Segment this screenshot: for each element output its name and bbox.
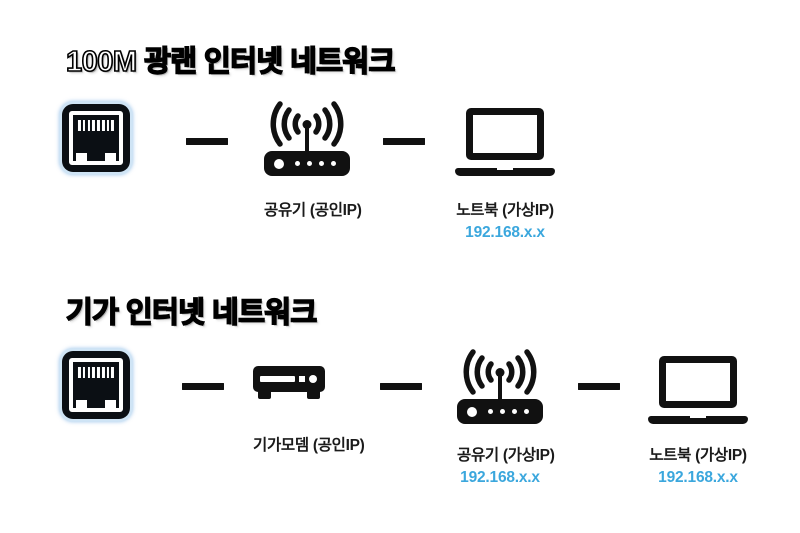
router-icon bbox=[264, 101, 350, 176]
router-status-leds bbox=[488, 409, 529, 414]
node-label-router-row2: 공유기 (가상IP) bbox=[457, 447, 555, 464]
ethernet-port-inner bbox=[69, 358, 123, 412]
dash-connector-2 bbox=[383, 138, 425, 145]
dash-connector-1 bbox=[186, 138, 228, 145]
node-router-row1: 공유기 (공인IP) bbox=[264, 101, 362, 220]
ethernet-pins bbox=[77, 367, 115, 378]
modem-foot-right bbox=[307, 391, 320, 399]
ethernet-tab-left bbox=[76, 400, 87, 408]
ethernet-port-icon bbox=[62, 104, 130, 172]
ethernet-port-inner bbox=[69, 111, 123, 165]
laptop-base bbox=[648, 416, 748, 424]
modem-power-led bbox=[309, 374, 317, 383]
laptop-screen bbox=[659, 356, 737, 408]
router-icon bbox=[457, 349, 543, 424]
router-power-led bbox=[274, 158, 284, 169]
node-ip-router-row2: 192.168.x.x bbox=[460, 469, 540, 487]
node-ethernet-port-row2 bbox=[62, 351, 130, 419]
router-antenna-mast bbox=[498, 369, 502, 399]
router-status-leds bbox=[295, 161, 336, 166]
node-ip-laptop-row1: 192.168.x.x bbox=[465, 224, 545, 242]
ethernet-pins bbox=[77, 120, 115, 131]
router-body bbox=[457, 399, 543, 424]
node-ethernet-port-row1 bbox=[62, 104, 130, 172]
node-router-row2: 공유기 (가상IP) 192.168.x.x bbox=[457, 349, 555, 489]
node-label-modem-row2: 기가모뎀 (공인IP) bbox=[253, 437, 365, 454]
section-title-giga: 기가 인터넷 네트워크 bbox=[65, 297, 318, 329]
node-label-router-row1: 공유기 (공인IP) bbox=[264, 202, 362, 219]
laptop-screen bbox=[466, 108, 544, 160]
laptop-trackpad-notch bbox=[497, 166, 513, 170]
modem-body bbox=[253, 366, 325, 392]
ethernet-tab-left bbox=[76, 153, 87, 161]
wifi-waves-icon bbox=[270, 101, 344, 147]
node-modem-row2: 기가모뎀 (공인IP) bbox=[253, 366, 365, 455]
node-laptop-row1: 노트북 (가상IP) 192.168.x.x bbox=[455, 108, 555, 244]
node-ip-laptop-row2: 192.168.x.x bbox=[658, 469, 738, 487]
router-body bbox=[264, 151, 350, 176]
modem-icon bbox=[253, 366, 325, 400]
modem-slot bbox=[260, 375, 295, 382]
modem-indicator-square bbox=[299, 375, 305, 382]
network-row-giga: 기가모뎀 (공인IP) bbox=[0, 345, 800, 500]
router-antenna-mast bbox=[305, 121, 309, 151]
wifi-waves-icon bbox=[463, 349, 537, 395]
node-label-laptop-row2: 노트북 (가상IP) bbox=[649, 447, 747, 464]
laptop-icon bbox=[455, 108, 555, 176]
node-label-laptop-row1: 노트북 (가상IP) bbox=[456, 202, 554, 219]
section-title-100m: 100M 광랜 인터넷 네트워크 bbox=[65, 46, 396, 78]
ethernet-tab-right bbox=[105, 400, 116, 408]
router-power-led bbox=[467, 406, 477, 417]
dash-connector-3 bbox=[182, 383, 224, 390]
network-row-100m: 공유기 (공인IP) 노트북 (가상IP) 192.168.x.x bbox=[0, 101, 800, 264]
modem-foot-left bbox=[258, 391, 271, 399]
laptop-base bbox=[455, 168, 555, 176]
dash-connector-5 bbox=[578, 383, 620, 390]
laptop-icon bbox=[648, 356, 748, 424]
ethernet-port-icon bbox=[62, 351, 130, 419]
ethernet-tab-right bbox=[105, 153, 116, 161]
dash-connector-4 bbox=[380, 383, 422, 390]
laptop-trackpad-notch bbox=[690, 414, 706, 418]
node-laptop-row2: 노트북 (가상IP) 192.168.x.x bbox=[648, 356, 748, 489]
